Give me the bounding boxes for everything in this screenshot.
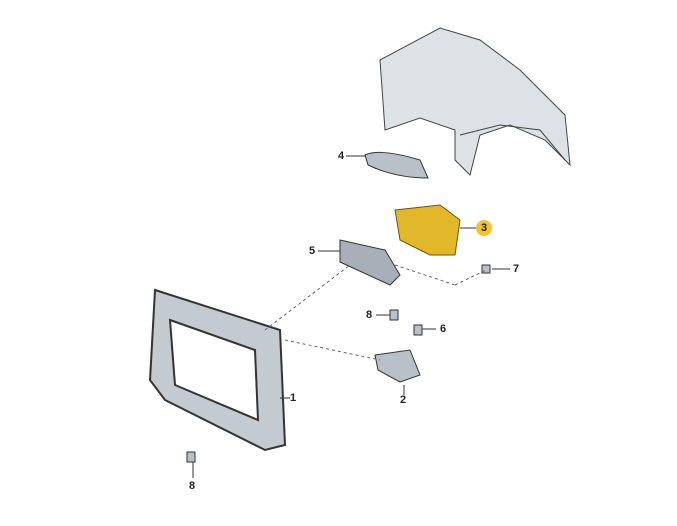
part-4-cover (364, 151, 429, 179)
callout-2: 2 (400, 394, 407, 406)
part-2-bracket (374, 349, 421, 383)
dashed-assembly-lines (264, 264, 487, 361)
callout-3-highlighted: 3 (476, 220, 492, 236)
part-1-front-carrier (148, 288, 287, 452)
car-body-illustration (379, 27, 571, 176)
callout-6: 6 (440, 323, 447, 335)
callout-1: 1 (290, 392, 297, 404)
leader-lines (192, 155, 510, 478)
callout-4: 4 (338, 150, 345, 162)
callout-7: 7 (513, 263, 520, 275)
part-3-air-duct (394, 204, 461, 256)
callout-8-upper: 8 (366, 309, 373, 321)
callout-5: 5 (309, 245, 316, 257)
part-5-air-guide (339, 239, 401, 286)
callout-8-lower: 8 (189, 480, 196, 492)
